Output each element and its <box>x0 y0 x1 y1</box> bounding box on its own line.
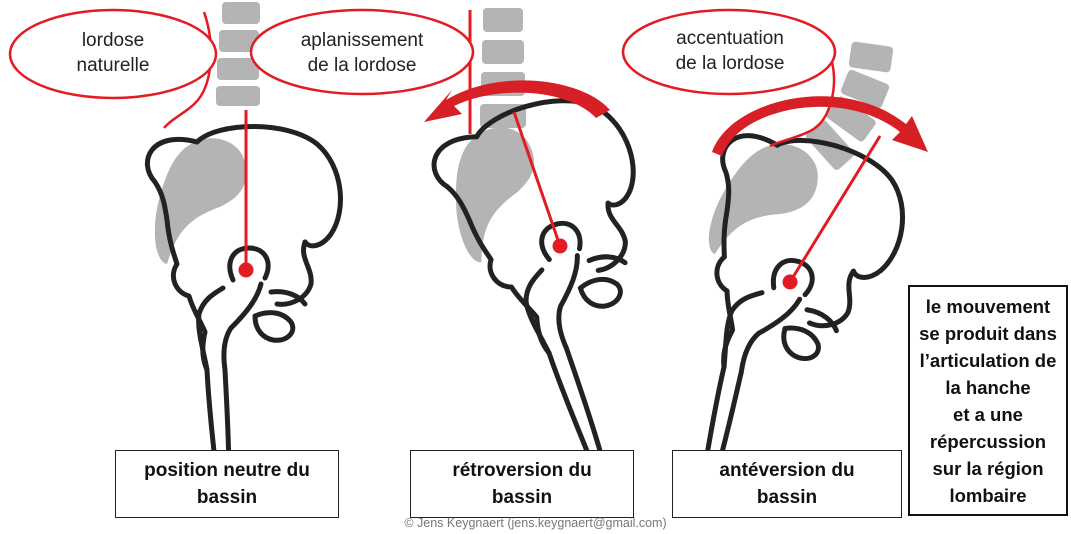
note-line: la hanche <box>945 374 1030 401</box>
ellipse-line: de la lordose <box>308 55 417 76</box>
pelvis-femur-retroversion <box>425 82 708 475</box>
note-line: et a une <box>953 401 1023 428</box>
note-line: lombaire <box>949 482 1026 509</box>
ellipse-line: aplanissement <box>301 30 424 51</box>
caption-line: rétroversion du <box>452 457 591 484</box>
copyright-credit: © Jens Keygnaert (jens.keygnaert@gmail.c… <box>0 516 1071 530</box>
pelvis-femur-neutral <box>147 127 340 481</box>
ellipse-line: de la lordose <box>676 53 785 74</box>
ellipse-line: naturelle <box>77 55 150 76</box>
caption-line: bassin <box>452 484 591 511</box>
caption-neutral: position neutre du bassin <box>115 450 339 518</box>
note-line: répercussion <box>930 428 1046 455</box>
hip-joint-retroversion <box>553 239 568 254</box>
caption-anteversion: antéversion du bassin <box>672 450 902 518</box>
panel-anteversion <box>623 10 928 510</box>
caption-line: antéversion du <box>719 457 854 484</box>
note-line: se produit dans <box>919 320 1057 347</box>
ellipse-line: lordose <box>82 30 144 51</box>
ellipse-label-retroversion: aplanissement de la lordose <box>268 28 456 78</box>
note-line: sur la région <box>932 455 1043 482</box>
ellipse-label-anteversion: accentuation de la lordose <box>640 26 820 76</box>
caption-line: position neutre du <box>144 457 310 484</box>
ellipse-line: accentuation <box>676 28 784 49</box>
hip-joint-neutral <box>239 263 254 278</box>
caption-line: bassin <box>144 484 310 511</box>
explanation-note: le mouvement se produit dans l’articulat… <box>908 285 1068 516</box>
note-line: l’articulation de <box>920 347 1057 374</box>
ellipse-label-neutral: lordose naturelle <box>38 28 188 78</box>
caption-line: bassin <box>719 484 854 511</box>
caption-retroversion: rétroversion du bassin <box>410 450 634 518</box>
note-line: le mouvement <box>926 293 1050 320</box>
hip-joint-anteversion <box>783 275 798 290</box>
